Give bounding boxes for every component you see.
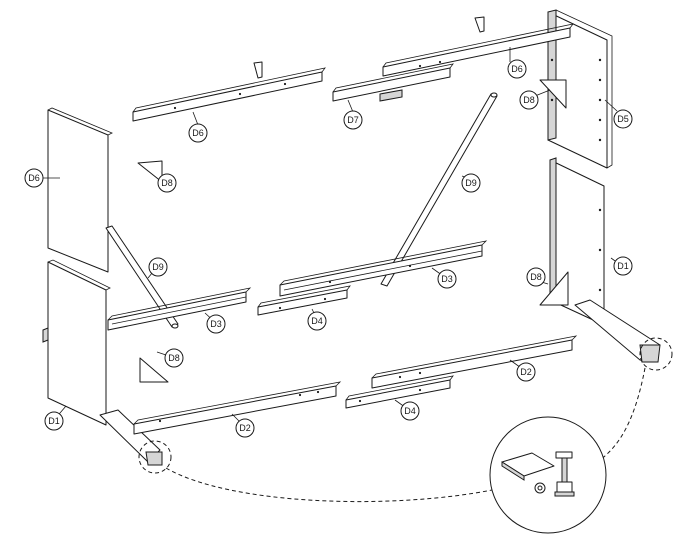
callout-d6-top-left-rail: D6 bbox=[188, 123, 208, 143]
svg-text:D6: D6 bbox=[28, 173, 40, 183]
floor-pad-icon bbox=[501, 452, 555, 481]
side-panel-bottom-left bbox=[42, 259, 111, 426]
bottom-rail-left bbox=[133, 381, 342, 435]
middle-rail-left bbox=[107, 287, 252, 331]
middle-rail-right bbox=[279, 240, 488, 297]
diagonal-brace-center bbox=[380, 92, 498, 287]
detail-ring-right bbox=[639, 337, 673, 371]
callout-d1-right: D1 bbox=[613, 256, 633, 276]
detail-dashed-link-right bbox=[599, 367, 646, 461]
detail-circle bbox=[489, 416, 607, 534]
callout-d5: D5 bbox=[613, 109, 633, 129]
detail-dashed-link-left bbox=[165, 467, 493, 503]
svg-text:D1: D1 bbox=[617, 261, 629, 271]
end-panel-top-right bbox=[547, 9, 613, 169]
svg-text:D4: D4 bbox=[404, 406, 416, 416]
top-clip-left bbox=[253, 61, 263, 79]
callout-d9-left: D9 bbox=[148, 257, 168, 277]
svg-text:D1: D1 bbox=[48, 416, 60, 426]
corner-bracket-bottom-right bbox=[539, 271, 569, 306]
callout-d4-middle: D4 bbox=[307, 311, 327, 331]
callout-d8-upper-left: D8 bbox=[157, 173, 177, 193]
center-rail-top bbox=[332, 63, 454, 102]
callout-d3-right: D3 bbox=[437, 269, 457, 289]
leveling-foot-icon bbox=[554, 451, 575, 497]
svg-text:D8: D8 bbox=[530, 272, 542, 282]
callout-d7: D7 bbox=[343, 110, 363, 130]
svg-text:D3: D3 bbox=[210, 319, 222, 329]
svg-text:D8: D8 bbox=[523, 95, 535, 105]
callout-d6-left-panel: D6 bbox=[24, 168, 44, 188]
callout-d4-bottom: D4 bbox=[400, 401, 420, 421]
callout-d1-left: D1 bbox=[44, 411, 64, 431]
corner-bracket-lower-left bbox=[139, 357, 169, 383]
callout-d8-lower-left: D8 bbox=[164, 348, 184, 368]
top-rail-right bbox=[382, 23, 574, 77]
detail-ring-left bbox=[138, 440, 172, 474]
middle-short-rail bbox=[257, 285, 351, 316]
svg-text:D9: D9 bbox=[152, 262, 164, 272]
leveler-detail bbox=[138, 337, 673, 534]
svg-text:D8: D8 bbox=[168, 353, 180, 363]
diagonal-brace-left bbox=[105, 225, 179, 329]
callout-d2-left: D2 bbox=[235, 418, 255, 438]
svg-text:D7: D7 bbox=[347, 115, 359, 125]
callout-d3-left: D3 bbox=[206, 314, 226, 334]
svg-text:D6: D6 bbox=[511, 64, 523, 74]
svg-text:D2: D2 bbox=[239, 423, 251, 433]
top-rail-left bbox=[132, 67, 326, 122]
foot-right bbox=[574, 299, 661, 363]
svg-text:D9: D9 bbox=[465, 178, 477, 188]
bottom-rail-right bbox=[371, 335, 578, 389]
washer-icon bbox=[534, 482, 546, 494]
svg-text:D6: D6 bbox=[192, 128, 204, 138]
corner-bracket-top-right bbox=[539, 79, 567, 109]
svg-text:D8: D8 bbox=[161, 178, 173, 188]
side-panel-top-left bbox=[47, 107, 113, 273]
corner-bracket-upper-left bbox=[137, 160, 163, 183]
svg-text:D3: D3 bbox=[441, 274, 453, 284]
callout-d9-center: D9 bbox=[461, 173, 481, 193]
svg-text:D5: D5 bbox=[617, 114, 629, 124]
callout-d6-top-right-rail: D6 bbox=[507, 59, 527, 79]
top-clip-right bbox=[474, 16, 485, 33]
callout-d8-top-right: D8 bbox=[519, 90, 539, 110]
callout-d2-right: D2 bbox=[516, 362, 536, 382]
svg-text:D2: D2 bbox=[520, 367, 532, 377]
foot-left bbox=[99, 409, 163, 466]
svg-text:D4: D4 bbox=[311, 316, 323, 326]
bottom-short-rail bbox=[345, 375, 454, 409]
callout-d8-lower-right: D8 bbox=[526, 267, 546, 287]
